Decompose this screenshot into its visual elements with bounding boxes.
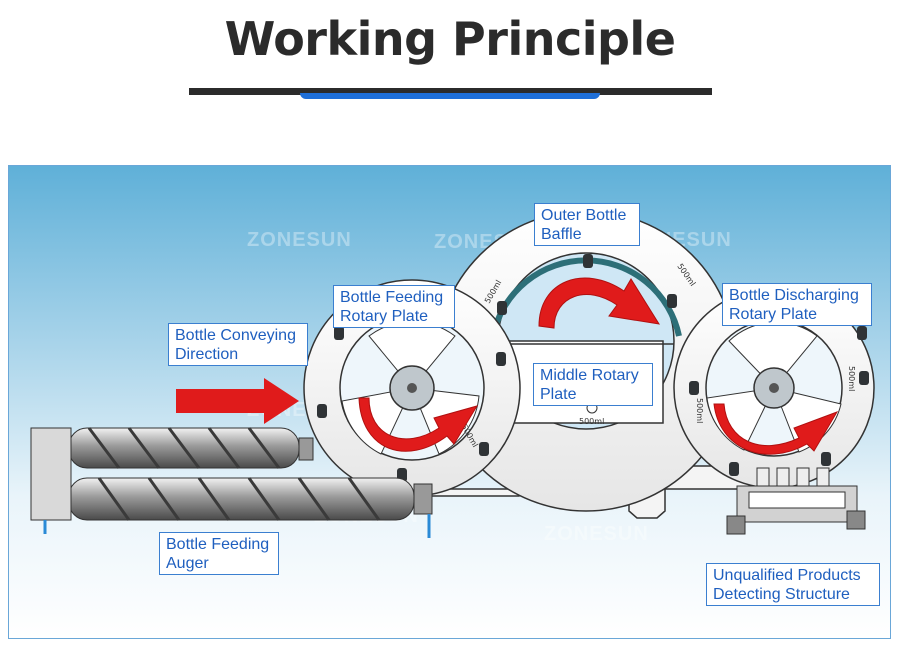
- label-middle-rotary-plate: Middle Rotary Plate: [533, 363, 653, 406]
- label-bottle-conveying-direction: Bottle Conveying Direction: [168, 323, 308, 366]
- title-underline: [189, 88, 712, 95]
- bottle-feeding-auger: [30, 427, 433, 538]
- middle-plate-rotation-arrow: [538, 277, 661, 329]
- plate-marking: 500ml: [847, 366, 856, 391]
- label-bottle-feeding-auger: Bottle Feeding Auger: [159, 532, 279, 575]
- feeding-plate-rotation-arrow: [358, 397, 479, 452]
- watermark: ZONESUN: [247, 229, 352, 251]
- plate-grippers: [317, 254, 869, 482]
- plate-marking: 500ml: [695, 398, 704, 423]
- label-unqualified-products-detecting-structure: Unqualified Products Detecting Structure: [706, 563, 880, 606]
- unqualified-products-detecting-structure: [726, 467, 866, 535]
- diagram-panel: ZONESUN ZONESUN ZONESUN ZONESUN ZONESUN …: [8, 165, 891, 639]
- discharging-plate-rotation-arrow: [713, 403, 839, 455]
- watermark: ZONESUN: [544, 523, 649, 545]
- label-outer-bottle-baffle: Outer Bottle Baffle: [534, 203, 640, 246]
- conveying-direction-arrow: [176, 378, 299, 424]
- label-bottle-discharging-rotary-plate: Bottle Discharging Rotary Plate: [722, 283, 872, 326]
- page-title: Working Principle: [224, 12, 676, 66]
- plate-marking: 500ml: [579, 417, 604, 426]
- title-underline-accent: [300, 93, 600, 99]
- flow-arrows: [176, 277, 839, 455]
- label-bottle-feeding-rotary-plate: Bottle Feeding Rotary Plate: [333, 285, 455, 328]
